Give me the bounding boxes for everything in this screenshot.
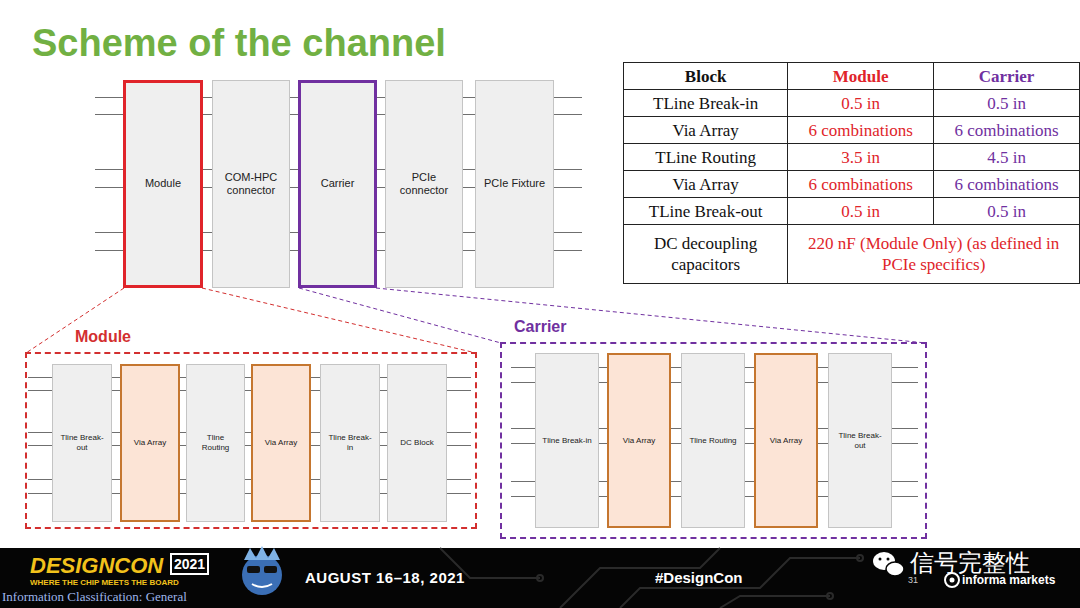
table-cell: 4.5 in (934, 144, 1080, 171)
footer-text: informa markets (962, 573, 1055, 587)
signal-stub (511, 368, 535, 497)
footer-bar (0, 548, 1080, 608)
signal-lines (671, 368, 681, 497)
signal-stub (554, 98, 582, 251)
signal-lines (377, 98, 385, 251)
box-label: Via Array (623, 436, 655, 446)
block-box: Module (123, 80, 203, 288)
table-cell: Via Array (624, 117, 788, 144)
slide-title: Scheme of the channel (32, 22, 446, 65)
block-box: Tline Break-in (535, 353, 599, 528)
group-region: ModuleTline Break-outVia ArrayTline Rout… (25, 352, 477, 529)
block-box: Tline Break-in (320, 364, 380, 522)
signal-lines (290, 98, 298, 251)
box-label: Tline Break-out (59, 433, 105, 452)
box-label: Tline Break-in (542, 436, 591, 446)
table-row: TLine Break-out0.5 in0.5 in (624, 198, 1080, 225)
spec-table: BlockModuleCarrierTLine Break-in0.5 in0.… (623, 62, 1080, 284)
circuit-traces (440, 548, 863, 608)
via-array-box: Via Array (607, 353, 671, 528)
box-label: Via Array (265, 438, 297, 448)
table-cell: TLine Routing (624, 144, 788, 171)
box-label: Tline Break-out (835, 431, 885, 450)
table-cell: 220 nF (Module Only) (as defined in PCIe… (788, 225, 1080, 284)
table-row: TLine Break-in0.5 in0.5 in (624, 90, 1080, 117)
table-cell: Block (624, 63, 788, 90)
box-label: DC Block (400, 438, 433, 448)
signal-lines (463, 98, 475, 251)
signal-stub (95, 98, 123, 251)
table-cell: 6 combinations (788, 171, 934, 198)
table-cell: TLine Break-out (624, 198, 788, 225)
box-label: Via Array (770, 436, 802, 446)
box-label: Carrier (321, 177, 355, 190)
block-box: DC Block (387, 364, 447, 522)
box-label: Module (145, 177, 181, 190)
block-box: PCIe connector (385, 80, 463, 288)
box-label: PCIe Fixture (484, 177, 545, 190)
block-box: Tline Routing (681, 353, 745, 528)
group-region: CarrierTline Break-inVia ArrayTline Rout… (500, 342, 927, 539)
box-label: Tline Routing (193, 433, 238, 452)
signal-lines (745, 368, 754, 497)
table-row: Via Array6 combinations6 combinations (624, 171, 1080, 198)
table-cell: DC decoupling capacitors (624, 225, 788, 284)
signal-lines (380, 378, 387, 494)
footer-text: 2021 (170, 553, 209, 575)
table-cell: 0.5 in (788, 90, 934, 117)
block-box: Tline Routing (186, 364, 245, 522)
signal-lines (112, 378, 120, 494)
mascot-icon (242, 546, 282, 595)
table-cell: Via Array (624, 171, 788, 198)
table-cell: TLine Break-in (624, 90, 788, 117)
group-heading: Module (75, 328, 131, 346)
box-label: Tline Break-in (327, 433, 373, 452)
table-cell: 6 combinations (934, 117, 1080, 144)
block-box: PCIe Fixture (475, 80, 554, 288)
zoom-leader (26, 288, 476, 353)
box-label: PCIe connector (392, 171, 456, 197)
table-row: BlockModuleCarrier (624, 63, 1080, 90)
via-array-box: Via Array (251, 364, 311, 522)
table-cell: Carrier (934, 63, 1080, 90)
signal-stub (447, 378, 471, 494)
table-row: Via Array6 combinations6 combinations (624, 117, 1080, 144)
footer-text: WHERE THE CHIP MEETS THE BOARD (30, 578, 179, 587)
signal-lines (818, 368, 828, 497)
signal-lines (311, 378, 320, 494)
footer-text: Information Classification: General (2, 589, 187, 605)
block-box: Tline Break-out (52, 364, 112, 522)
table-cell: Module (788, 63, 934, 90)
table-cell: 6 combinations (788, 117, 934, 144)
signal-lines (203, 98, 212, 251)
via-array-box: Via Array (120, 364, 180, 522)
footer-text: DESIGNCON (30, 553, 163, 579)
footer-text: #DesignCon (655, 569, 743, 586)
footer-text: AUGUST 16–18, 2021 (305, 569, 465, 586)
signal-lines (599, 368, 607, 497)
table-cell: 0.5 in (934, 90, 1080, 117)
table-cell: 3.5 in (788, 144, 934, 171)
signal-stub (28, 378, 52, 494)
via-array-box: Via Array (754, 353, 818, 528)
box-label: COM-HPC connector (219, 171, 283, 197)
signal-stub (892, 368, 918, 497)
wechat-icon (873, 552, 904, 576)
table-cell: 0.5 in (934, 198, 1080, 225)
group-heading: Carrier (514, 318, 566, 336)
table-row: DC decoupling capacitors220 nF (Module O… (624, 225, 1080, 284)
table-row: TLine Routing3.5 in4.5 in (624, 144, 1080, 171)
block-box: Tline Break-out (828, 353, 892, 528)
footer-text: 31 (908, 575, 918, 585)
table-cell: 6 combinations (934, 171, 1080, 198)
block-box: COM-HPC connector (212, 80, 290, 288)
zoom-leader (299, 288, 926, 343)
box-label: Via Array (134, 438, 166, 448)
table-cell: 0.5 in (788, 198, 934, 225)
block-box: Carrier (298, 80, 377, 288)
box-label: Tline Routing (689, 436, 736, 446)
